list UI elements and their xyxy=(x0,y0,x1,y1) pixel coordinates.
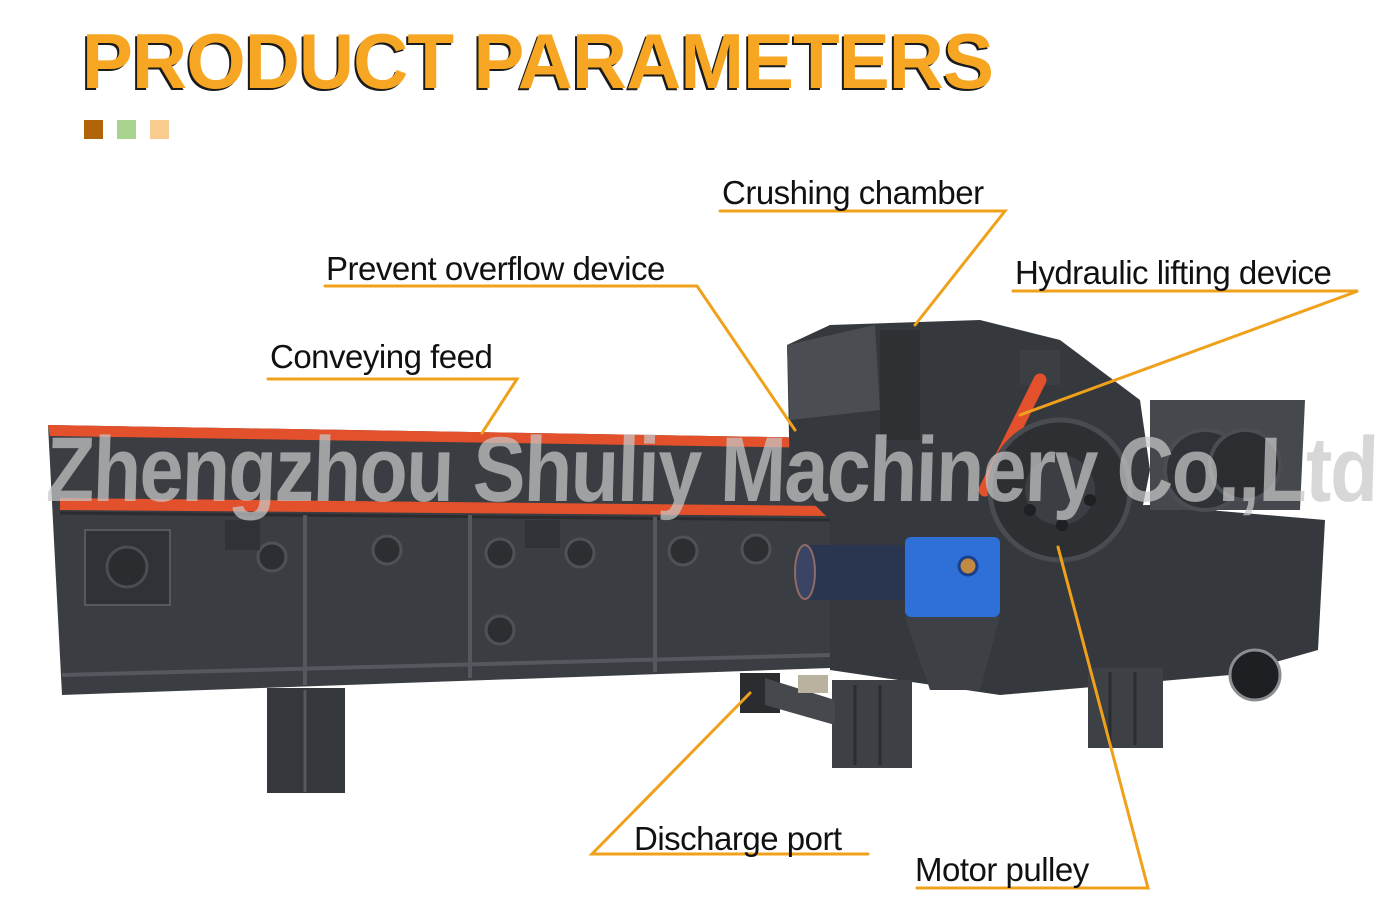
page-title: PRODUCT PARAMETERS xyxy=(82,17,994,105)
swatch-green xyxy=(117,120,136,139)
callout-motor-pulley: Motor pulley xyxy=(915,851,1089,888)
swatch-brown xyxy=(84,120,103,139)
swatch-peach xyxy=(150,120,169,139)
conveyor-feed-body xyxy=(48,425,831,793)
callout-conveying-feed: Conveying feed xyxy=(270,338,493,375)
callout-prevent-overflow-device: Prevent overflow device xyxy=(326,250,665,287)
watermark-text: Zhengzhou Shuliy Machinery Co.,Ltd xyxy=(44,419,1379,521)
callout-crushing-chamber: Crushing chamber xyxy=(722,174,984,211)
callout-hydraulic-lifting-device: Hydraulic lifting device xyxy=(1015,254,1332,291)
callout-discharge-port: Discharge port xyxy=(634,820,842,857)
color-swatches xyxy=(84,120,169,139)
